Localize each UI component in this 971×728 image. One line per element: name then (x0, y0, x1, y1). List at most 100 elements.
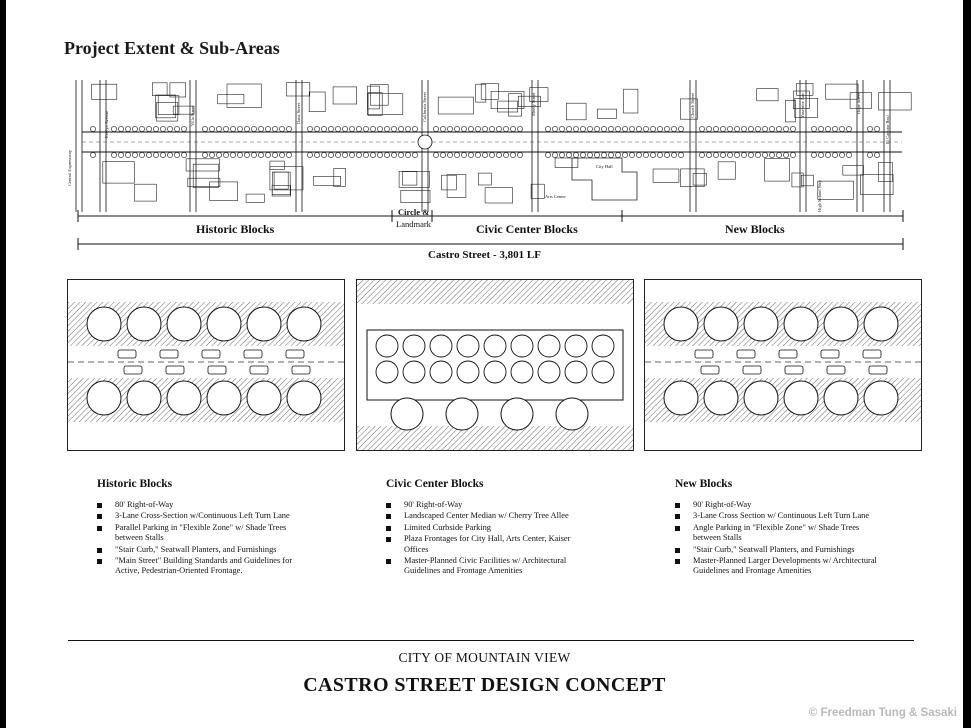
street-tree (601, 152, 607, 158)
building-footprint (475, 83, 487, 103)
street-tree (139, 152, 145, 158)
building-footprint (764, 158, 790, 182)
building-footprint (565, 102, 587, 121)
building-footprint (172, 105, 195, 115)
footer-city-name: CITY OF MOUNTAIN VIEW (398, 650, 571, 665)
building-footprint (152, 82, 168, 96)
street-tree (839, 152, 845, 158)
street-tree (209, 152, 215, 158)
street-tree (818, 126, 824, 132)
street-tree (440, 152, 446, 158)
street-tree (783, 126, 789, 132)
street-tree (321, 152, 327, 158)
city-hall-label: City Hall (596, 164, 613, 169)
shade-tree (663, 306, 699, 342)
street-tree (615, 126, 621, 132)
street-tree (755, 152, 761, 158)
segment-landmark-label: Landmark (396, 219, 431, 229)
building-footprint (169, 82, 187, 98)
building-footprint (554, 157, 579, 168)
building-footprint (785, 100, 796, 123)
parked-car (207, 365, 227, 375)
building-footprint (370, 84, 389, 106)
parked-car (778, 349, 798, 359)
street-tree (496, 152, 502, 158)
shade-tree (126, 306, 162, 342)
parked-car (694, 349, 714, 359)
street-tree (650, 152, 656, 158)
street-tree (258, 126, 264, 132)
parked-car (862, 349, 882, 359)
column-title: Civic Center Blocks (386, 478, 484, 490)
column-title: Historic Blocks (97, 478, 173, 490)
street-tree (671, 152, 677, 158)
plaza-tree (445, 397, 479, 431)
street-tree (657, 152, 663, 158)
plaza-tree (500, 397, 534, 431)
building-footprint (272, 171, 291, 195)
building-footprint (401, 171, 418, 186)
shade-tree (166, 306, 202, 342)
bullet-item: 80' Right-of-Way (97, 500, 307, 510)
shade-tree (783, 306, 819, 342)
street-tree (832, 126, 838, 132)
building-footprint (800, 174, 814, 187)
parked-car (165, 365, 185, 375)
bullet-item: Landscaped Center Median w/ Cherry Tree … (386, 511, 596, 521)
cherry-tree (402, 334, 426, 358)
cherry-tree (375, 360, 399, 384)
street-tree (342, 126, 348, 132)
street-tree (790, 152, 796, 158)
building-footprint (717, 161, 736, 180)
street-tree (727, 126, 733, 132)
street-tree (265, 152, 271, 158)
street-tree (608, 126, 614, 132)
street-tree (622, 126, 628, 132)
street-tree (825, 126, 831, 132)
segment-civic-label: Civic Center Blocks (476, 222, 578, 236)
building-footprint (623, 88, 639, 114)
street-tree (370, 152, 376, 158)
street-label-dana: Dana Street (296, 102, 301, 124)
street-tree (720, 126, 726, 132)
street-tree (90, 152, 96, 158)
parked-car (784, 365, 804, 375)
bullet-item: 3-Lane Cross Section w/ Continuous Left … (675, 511, 885, 521)
street-tree (664, 152, 670, 158)
street-tree (398, 152, 404, 158)
street-tree (762, 152, 768, 158)
shade-tree (863, 380, 899, 416)
building-footprint (333, 168, 346, 187)
street-tree (748, 126, 754, 132)
new-blocks-column: New Blocks 90' Right-of-Way 3-Lane Cross… (675, 478, 885, 578)
building-footprint (217, 94, 245, 105)
street-tree (223, 152, 229, 158)
overall-length-label: Castro Street - 3,801 LF (428, 249, 541, 261)
parked-car (117, 349, 137, 359)
street-tree (552, 152, 558, 158)
shade-tree (703, 380, 739, 416)
page-heading: Project Extent & Sub-Areas (64, 38, 280, 58)
building-footprint (490, 91, 525, 109)
civic-center-blocks-plan (356, 279, 634, 451)
building-footprint (517, 95, 541, 108)
street-tree (279, 126, 285, 132)
street-tree (643, 152, 649, 158)
building-footprint (367, 92, 383, 116)
building-footprint (484, 187, 514, 204)
building-footprint (849, 92, 872, 109)
street-tree (468, 126, 474, 132)
bullet-item: Master-Planned Civic Facilities w/ Archi… (386, 556, 596, 577)
street-tree (181, 152, 187, 158)
building-footprint (817, 180, 854, 200)
cherry-tree (483, 334, 507, 358)
street-tree (370, 126, 376, 132)
street-tree (713, 126, 719, 132)
street-tree (454, 126, 460, 132)
street-tree (482, 126, 488, 132)
street-tree (230, 152, 236, 158)
shade-tree (206, 380, 242, 416)
street-tree (391, 152, 397, 158)
street-tree (391, 126, 397, 132)
street-tree (433, 152, 439, 158)
